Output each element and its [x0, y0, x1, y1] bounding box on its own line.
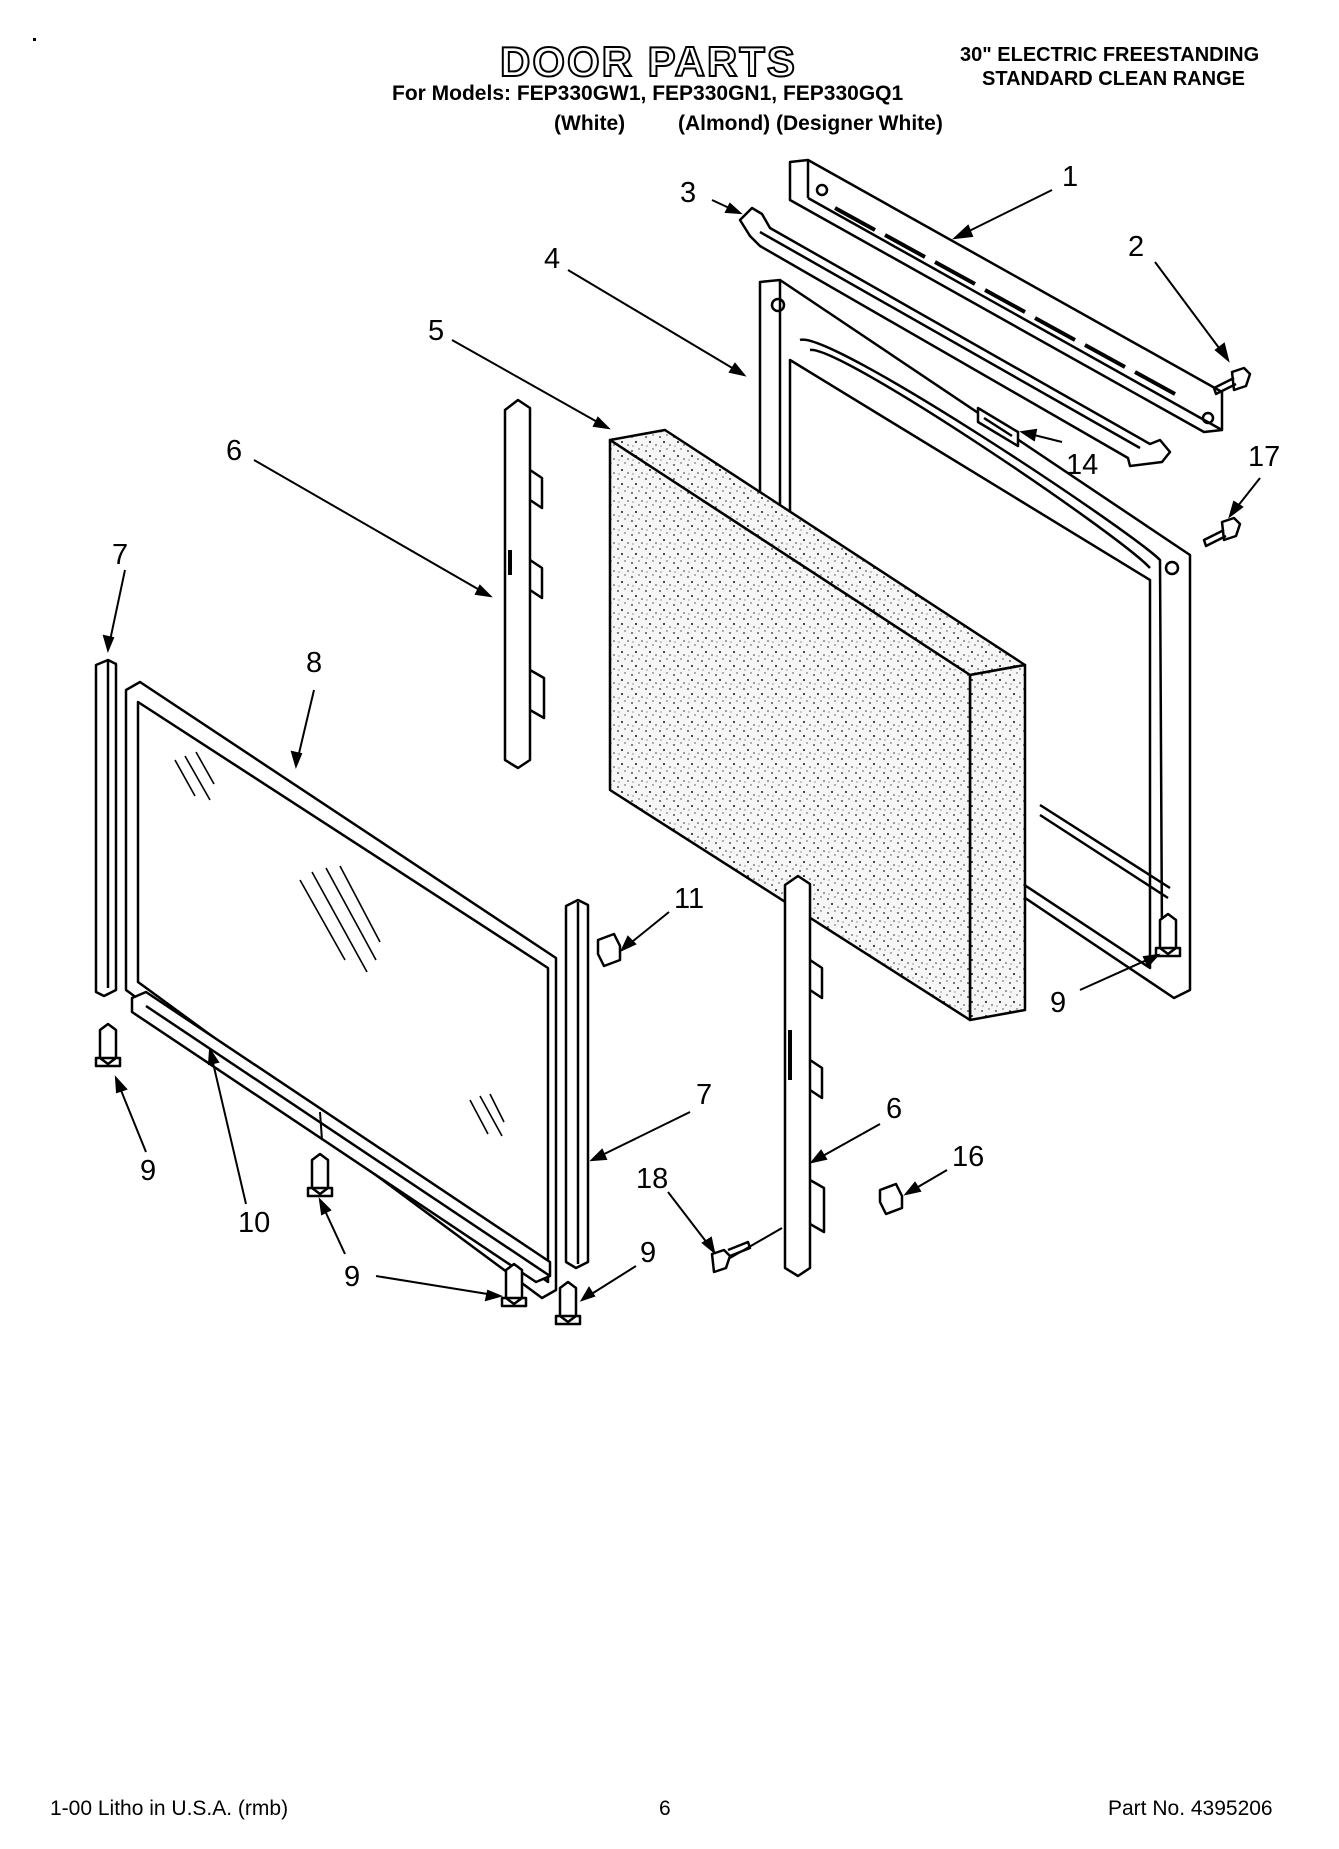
part-5-insulation — [608, 428, 1027, 1022]
callout-9-right: 9 — [1050, 987, 1066, 1019]
callout-7-right: 7 — [696, 1079, 712, 1111]
model-list: For Models: FEP330GW1, FEP330GN1, FEP330… — [392, 82, 904, 105]
part-2-screw — [1212, 366, 1252, 396]
litho-note: 1-00 Litho in U.S.A. (rmb) — [50, 1797, 289, 1820]
part-16-clip — [878, 1182, 904, 1216]
callout-17: 17 — [1248, 441, 1280, 473]
part-9-screw-right — [1154, 912, 1182, 958]
part-6-hinge-channel-upper — [503, 398, 546, 770]
callout-16: 16 — [952, 1141, 984, 1173]
callout-14: 14 — [1066, 449, 1098, 481]
part-14-door-slot — [976, 406, 1020, 448]
callout-3: 3 — [680, 177, 696, 209]
range-type-line-1: 30" ELECTRIC FREESTANDING — [960, 44, 1260, 66]
callout-6-lower: 6 — [886, 1093, 902, 1125]
callout-labels: 1 2 3 4 5 6 7 8 9 10 11 14 16 17 18 6 7 … — [112, 161, 1280, 1293]
model-color-almond: (Almond) (Designer White) — [678, 112, 943, 135]
range-type-line-2: STANDARD CLEAN RANGE — [982, 68, 1245, 90]
callout-2: 2 — [1128, 231, 1144, 263]
callout-5: 5 — [428, 315, 444, 347]
part-8-outer-glass — [124, 680, 558, 1300]
part-1-vent-trim — [788, 158, 1224, 434]
part-10-glass-channel — [130, 990, 552, 1284]
part-3-door-handle — [738, 206, 1172, 468]
callout-18: 18 — [636, 1163, 668, 1195]
part-17-screw — [1202, 516, 1242, 548]
page-title: DOOR PARTS — [499, 37, 797, 86]
part-9-screw-left — [94, 1022, 122, 1068]
callout-9-left: 9 — [140, 1155, 156, 1187]
model-color-white: (White) — [554, 112, 626, 135]
callout-leaders — [102, 189, 1261, 1302]
callout-4: 4 — [544, 243, 560, 275]
callout-10: 10 — [238, 1207, 270, 1239]
page-number: 6 — [659, 1797, 671, 1820]
callout-1: 1 — [1062, 161, 1078, 193]
part-9-screw-bottom-b — [500, 1262, 528, 1308]
part-9-screw-bottom-a — [306, 1152, 334, 1198]
callout-9-center: 9 — [640, 1237, 656, 1269]
part-7-side-channel-left — [94, 658, 118, 998]
callout-9-bottom: 9 — [344, 1261, 360, 1293]
callout-8: 8 — [306, 647, 322, 679]
part-9-screw-bottom-c — [554, 1280, 582, 1326]
callout-11: 11 — [674, 883, 704, 915]
part-7-side-channel-right — [564, 898, 590, 1270]
stray-dot — [33, 38, 36, 41]
callout-7-left: 7 — [112, 539, 128, 571]
part-11-clip — [596, 932, 622, 968]
callout-6-upper: 6 — [226, 435, 242, 467]
part-number: Part No. 4395206 — [1108, 1797, 1273, 1820]
part-6-hinge-channel-lower — [783, 874, 826, 1278]
